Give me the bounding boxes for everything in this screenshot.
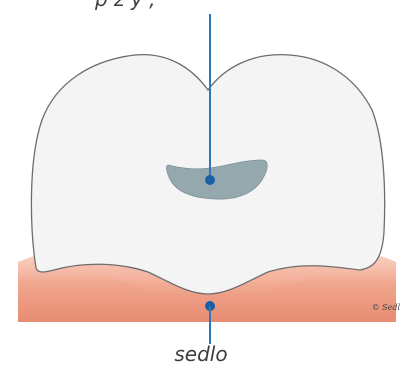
saddle-label: sedlo — [0, 342, 402, 366]
top-label: p ž ý , — [95, 0, 402, 11]
leader-dot-pulp — [205, 175, 215, 185]
copyright-watermark: © Sedl — [372, 303, 400, 312]
